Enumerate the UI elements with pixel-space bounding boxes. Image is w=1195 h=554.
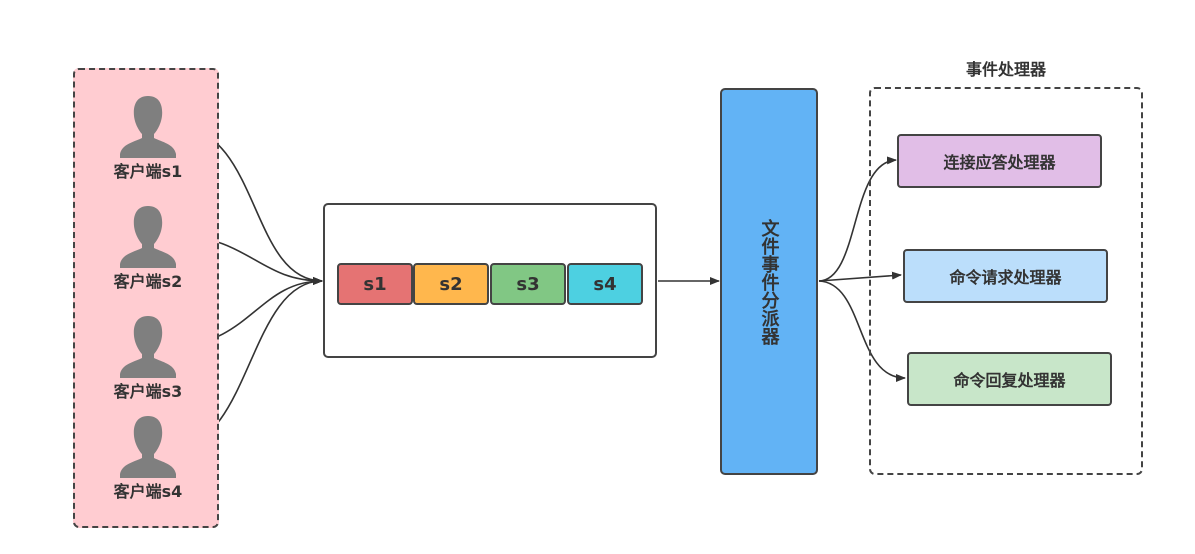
client-label: 客户端s3	[113, 382, 183, 401]
client-s3[interactable]: 客户端s3	[75, 312, 221, 402]
client-label: 客户端s1	[113, 162, 183, 181]
queue-slot-s4[interactable]: s4	[567, 263, 643, 305]
queue-slot-s1[interactable]: s1	[337, 263, 413, 305]
client-label: 客户端s2	[113, 272, 183, 291]
file-event-dispatcher[interactable]: 文件事件分派器	[720, 88, 818, 475]
user-icon	[120, 316, 176, 378]
command-reply-handler[interactable]: 命令回复处理器	[907, 352, 1112, 406]
dispatcher-label: 文件事件分派器	[758, 218, 780, 345]
edge-dispatcher-to-request-handler	[818, 271, 902, 282]
handlers-group-title: 事件处理器	[965, 60, 1046, 79]
user-icon	[120, 416, 176, 478]
client-label: 客户端s4	[113, 482, 183, 501]
connect-accept-handler[interactable]: 连接应答处理器	[897, 134, 1102, 188]
event-handlers-group: 连接应答处理器 命令请求处理器 命令回复处理器	[869, 87, 1143, 475]
edge-dispatcher-to-reply-handler	[818, 280, 906, 382]
user-icon	[120, 206, 176, 268]
clients-group: 客户端s1 客户端s2 客户端s3 客户端s4	[73, 68, 219, 528]
socket-queue: s1 s2 s3 s4	[323, 203, 657, 358]
queue-slot-s2[interactable]: s2	[413, 263, 489, 305]
user-icon	[120, 96, 176, 158]
client-s2[interactable]: 客户端s2	[75, 202, 221, 292]
client-s1[interactable]: 客户端s1	[75, 92, 221, 182]
client-s4[interactable]: 客户端s4	[75, 412, 221, 502]
queue-slot-s3[interactable]: s3	[490, 263, 566, 305]
edge-dispatcher-to-connect-handler	[818, 156, 897, 282]
command-request-handler[interactable]: 命令请求处理器	[903, 249, 1108, 303]
